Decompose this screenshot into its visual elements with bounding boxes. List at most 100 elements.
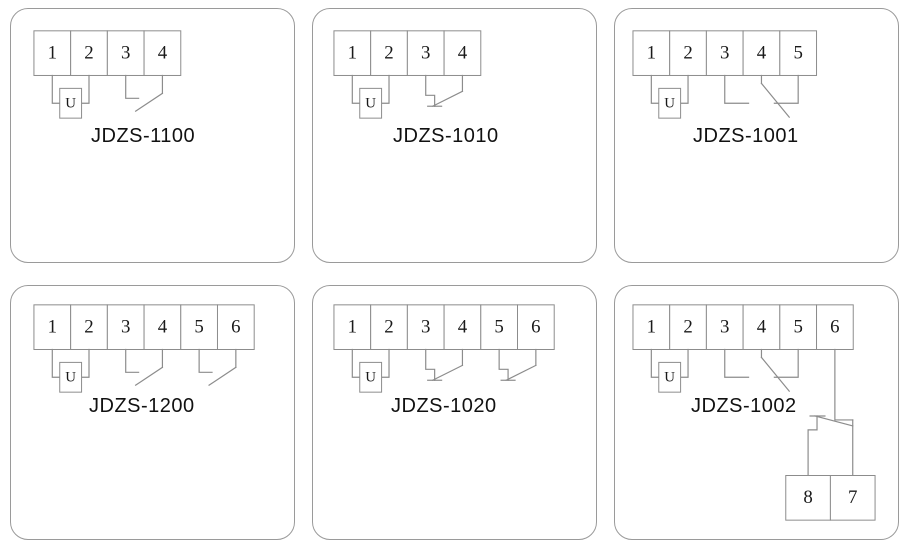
changeover-fixed-right (773, 74, 799, 104)
coil-group-jdzs-1200: U (51, 348, 90, 393)
model-label-jdzs-1100: JDZS-1100 (91, 125, 196, 147)
terminal-label-5: 5 (793, 42, 802, 63)
model-label-jdzs-1020: JDZS-1020 (391, 395, 497, 417)
terminal-cell-1 (333, 304, 372, 350)
terminal-label-3: 3 (121, 316, 130, 337)
contact-break-1 (425, 74, 464, 108)
terminal-label-7: 7 (848, 487, 857, 508)
terminal-label-4: 4 (757, 42, 767, 63)
terminal-cell-7 (829, 475, 876, 521)
terminal-cell-5 (180, 304, 218, 350)
terminal-cell-2 (669, 304, 707, 350)
contact-blade (134, 92, 164, 113)
contact-break-inverted-2 (807, 348, 854, 477)
contact-blade (208, 366, 237, 387)
terminal-cell-1 (632, 304, 671, 350)
coil-wire-left (351, 74, 361, 104)
coil-wire-left (51, 74, 61, 104)
coil-box (359, 361, 383, 393)
coil-wire-left (351, 348, 361, 378)
contact-fixed-leg (125, 74, 140, 99)
model-label-jdzs-1002: JDZS-1002 (691, 395, 797, 417)
terminal-cell-1 (33, 30, 72, 76)
model-label-jdzs-1010: JDZS-1010 (393, 125, 499, 147)
terminal-label-6: 6 (231, 316, 240, 337)
coil-box (59, 87, 83, 119)
coil-group-jdzs-1100: U (51, 74, 90, 119)
wiring-diagram-jdzs-1010: 1 2 3 4U (333, 30, 482, 119)
changeover-blade (760, 356, 791, 393)
terminal-cell-5 (779, 304, 818, 350)
terminal-cell-3 (705, 30, 744, 76)
terminal-label-6: 6 (531, 316, 540, 337)
terminal-cell-4 (143, 304, 182, 350)
changeover-fixed-left (724, 74, 750, 104)
terminal-label-1: 1 (647, 42, 656, 63)
contact-blade (814, 415, 854, 427)
terminal-label-1: 1 (48, 316, 57, 337)
terminal-label-3: 3 (720, 42, 729, 63)
contact6-drop-wire (834, 348, 854, 421)
changeover-blade (760, 82, 791, 118)
terminal-label-1: 1 (348, 42, 357, 63)
coil-wire-right (680, 348, 689, 378)
terminal-label-5: 5 (194, 316, 203, 337)
coil-group-jdzs-1001: U (650, 74, 689, 119)
terminal-cell-2 (370, 30, 408, 76)
model-label-jdzs-1001: JDZS-1001 (693, 125, 799, 147)
terminal-label-5: 5 (793, 316, 802, 337)
coil-wire-left (51, 348, 61, 378)
changeover-fixed-right (773, 348, 799, 378)
coil-label: U (664, 370, 675, 386)
contact-break-1 (425, 348, 464, 382)
coil-box (658, 361, 682, 393)
contact-leg-to-8 (807, 415, 818, 477)
coil-label: U (365, 370, 376, 386)
terminal-label-3: 3 (421, 42, 430, 63)
contact-fixed-leg (198, 348, 213, 373)
coil-wire-left (650, 348, 660, 378)
contact-make-1 (125, 74, 164, 113)
coil-box (658, 87, 682, 119)
terminal-cell-5 (779, 30, 818, 76)
terminal-label-5: 5 (494, 316, 503, 337)
coil-group-jdzs-1010: U (351, 74, 390, 119)
coil-wire-right (380, 348, 390, 378)
terminal-label-4: 4 (458, 42, 468, 63)
terminal-label-4: 4 (757, 316, 767, 337)
contact-blade (505, 364, 537, 382)
contact-fixed-leg (425, 74, 436, 107)
contact-fixed-leg (498, 348, 509, 381)
terminal-label-4: 4 (158, 42, 168, 63)
contact-fixed-leg (425, 348, 436, 381)
contact-fixed-leg (125, 348, 140, 373)
terminal-label-1: 1 (48, 42, 57, 63)
contact-make-2 (198, 348, 237, 387)
model-label-jdzs-1200: JDZS-1200 (89, 395, 195, 417)
terminal-label-2: 2 (384, 42, 393, 63)
terminal-label-1: 1 (348, 316, 357, 337)
changeover-fixed-left (724, 348, 750, 378)
terminal-label-3: 3 (421, 316, 430, 337)
coil-group-jdzs-1020: U (351, 348, 390, 393)
contact-blade (134, 366, 164, 387)
terminal-cell-5 (480, 304, 518, 350)
terminal-label-8: 8 (803, 487, 812, 508)
coil-box (359, 87, 383, 119)
coil-wire-right (380, 74, 390, 104)
